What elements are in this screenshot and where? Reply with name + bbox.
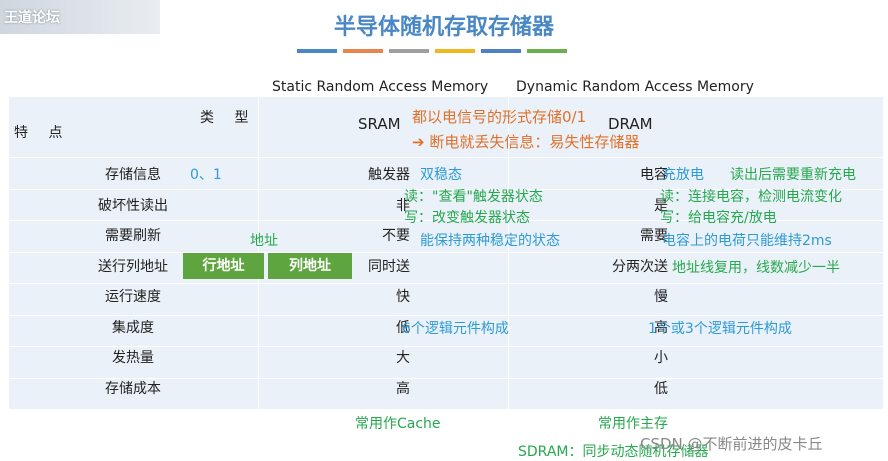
feature-cell: 需要刷新 <box>105 228 161 244</box>
charge-annotation: 充放电 <box>662 167 704 183</box>
comparison-table <box>8 96 883 409</box>
address-reuse-annotation: 地址线复用，线数减少一半 <box>672 260 840 276</box>
feature-cell: 送行列地址 <box>98 258 168 275</box>
dram-cell: 分两次送 <box>612 258 668 275</box>
table-row <box>8 314 883 347</box>
dram-units-annotation: 1个或3个逻辑元件构成 <box>648 321 792 337</box>
feature-cell: 发热量 <box>112 350 154 366</box>
accent-bar <box>527 49 567 53</box>
sram-cell: 低 <box>396 319 410 336</box>
table-header-row <box>8 96 883 158</box>
cache-annotation: 常用作Cache <box>355 416 441 432</box>
logo-banner <box>0 0 160 34</box>
dram-cell: 电容 <box>640 167 668 183</box>
table-row <box>8 283 883 315</box>
sram-cell: 触发器 <box>368 167 410 183</box>
address-annotation: 地址 <box>250 233 278 249</box>
sram-write-annotation: 写：改变触发器状态 <box>404 210 530 226</box>
sram-cell: 大 <box>396 350 410 366</box>
table-row <box>8 346 883 378</box>
table-row <box>8 157 883 189</box>
accent-bars <box>297 49 567 53</box>
accent-bar <box>389 49 429 53</box>
charge-hold-annotation: 电容上的电荷只能维持2ms <box>662 233 832 249</box>
feature-cell: 运行速度 <box>105 289 161 305</box>
row-address-box: 行地址 <box>183 253 264 279</box>
volatile-annotation: ➔ 断电就丢失信息：易失性存储器 <box>412 133 640 151</box>
dram-write-annotation: 写：给电容充/放电 <box>660 210 777 226</box>
accent-bar <box>297 49 337 53</box>
sram-units-annotation: 6个逻辑元件构成 <box>402 321 509 337</box>
accent-bar <box>343 49 383 53</box>
sram-full-name: Static Random Access Memory <box>272 79 489 95</box>
main-memory-annotation: 常用作主存 <box>598 416 668 432</box>
sram-column-header: SRAM <box>358 115 401 133</box>
dram-column-header: DRAM <box>608 115 653 133</box>
accent-bar <box>481 49 521 53</box>
sram-cell: 快 <box>396 289 410 305</box>
dram-full-name: Dynamic Random Access Memory <box>516 79 754 95</box>
recharge-annotation: 读出后需要重新充电 <box>730 167 856 183</box>
accent-bar <box>435 49 475 53</box>
stable-states-annotation: 能保持两种稳定的状态 <box>420 233 560 249</box>
sdram-annotation: SDRAM：同步动态随机存储器 <box>518 444 709 460</box>
dram-cell: 慢 <box>654 289 668 305</box>
feature-cell: 存储信息 <box>105 167 161 183</box>
bistable-annotation: 双稳态 <box>420 167 462 183</box>
column-address-box: 列地址 <box>268 253 352 279</box>
feature-cell: 集成度 <box>112 319 154 336</box>
feature-cell: 破坏性读出 <box>98 197 168 214</box>
feature-cell: 存储成本 <box>105 380 161 397</box>
table-row <box>8 377 883 409</box>
sram-cell: 同时送 <box>368 258 410 275</box>
bits-annotation: 0、1 <box>190 167 222 183</box>
logo-text: 王道论坛 <box>4 10 60 26</box>
dram-cell: 高 <box>654 319 668 336</box>
table-row <box>8 220 883 252</box>
dram-cell: 需要 <box>640 228 668 244</box>
sram-read-annotation: 读："查看"触发器状态 <box>404 189 543 205</box>
corner-feature-label: 特 点 <box>14 125 71 141</box>
page-title: 半导体随机存取存储器 <box>333 14 554 40</box>
sram-cell: 非 <box>396 197 410 214</box>
watermark: CSDN @不断前进的皮卡丘 <box>640 435 823 453</box>
dram-cell: 低 <box>654 380 668 397</box>
dram-read-annotation: 读：连接电容，检测电流变化 <box>660 189 842 205</box>
sram-cell: 不要 <box>382 228 410 244</box>
table-row <box>8 188 883 221</box>
dram-cell: 小 <box>654 350 668 366</box>
dram-cell: 是 <box>654 197 668 214</box>
corner-type-label: 类 型 <box>200 110 257 126</box>
signal-annotation: 都以电信号的形式存储0/1 <box>412 108 587 126</box>
sram-cell: 高 <box>396 380 410 397</box>
